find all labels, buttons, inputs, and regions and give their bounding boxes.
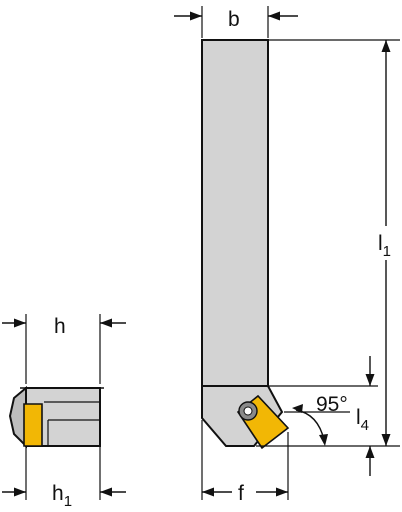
- side-view: h h1: [2, 314, 126, 510]
- side-view-insert: [23, 403, 43, 447]
- h-label: h: [54, 315, 66, 338]
- h1-arrow-right: [100, 487, 112, 497]
- l4-label: l4: [356, 406, 369, 434]
- angle-arrow-bottom: [319, 434, 328, 446]
- top-view: b l1 l4 95° f: [174, 6, 400, 505]
- l4-arrow-top: [365, 374, 375, 386]
- f-arrow-right: [276, 487, 288, 497]
- angle-label: 95°: [316, 393, 348, 416]
- h1-label: h1: [52, 482, 72, 510]
- l4-arrow-bottom: [365, 446, 375, 458]
- h-arrow-right: [100, 318, 112, 328]
- f-arrow-left: [202, 487, 214, 497]
- l1-label-bg: [374, 226, 398, 260]
- clamp-screw-icon: [238, 401, 258, 421]
- h1-arrow-left: [14, 487, 26, 497]
- angle-arrow-top: [292, 404, 303, 413]
- b-label: b: [228, 8, 240, 31]
- b-arrow-right: [268, 11, 280, 21]
- l1-label: l1: [378, 232, 391, 260]
- b-arrow-left: [190, 11, 202, 21]
- top-view-shank: [201, 39, 269, 387]
- h-arrow-left: [14, 318, 26, 328]
- l1-arrow-bottom: [381, 434, 391, 446]
- f-label: f: [238, 482, 244, 505]
- l1-arrow-top: [381, 40, 391, 52]
